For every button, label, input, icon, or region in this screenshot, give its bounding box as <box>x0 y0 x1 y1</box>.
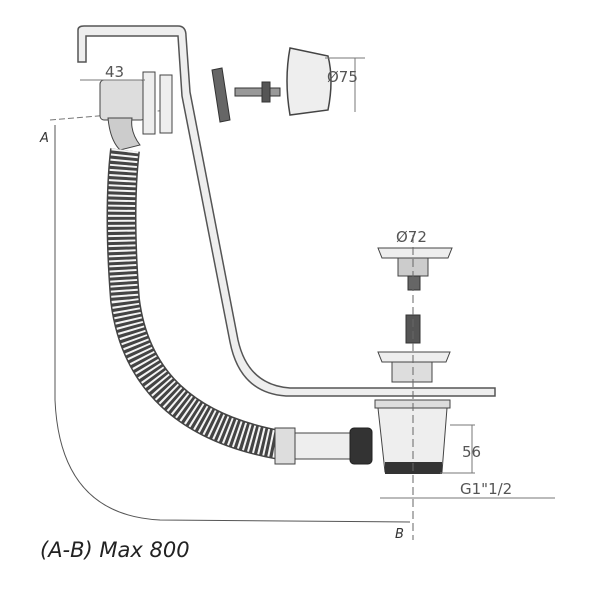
overflow-mechanism <box>211 67 281 123</box>
dimension-line-a-b <box>54 125 411 523</box>
dim-thread: G1"1/2 <box>460 480 512 498</box>
point-b: B <box>395 527 404 542</box>
overflow-cap <box>286 47 332 116</box>
dim-75: Ø75 <box>327 68 358 86</box>
dim-72: Ø72 <box>396 228 427 246</box>
caption: (A-B) Max 800 <box>40 538 190 562</box>
dim-56: 56 <box>462 443 481 461</box>
point-a: A <box>39 131 49 146</box>
plug-assembly <box>377 247 453 383</box>
dim-43: 43 <box>105 63 124 81</box>
overflow-elbow <box>99 71 173 151</box>
bath-tube-outline <box>77 25 496 397</box>
hose-connector <box>274 427 373 465</box>
waste-body <box>374 399 451 474</box>
